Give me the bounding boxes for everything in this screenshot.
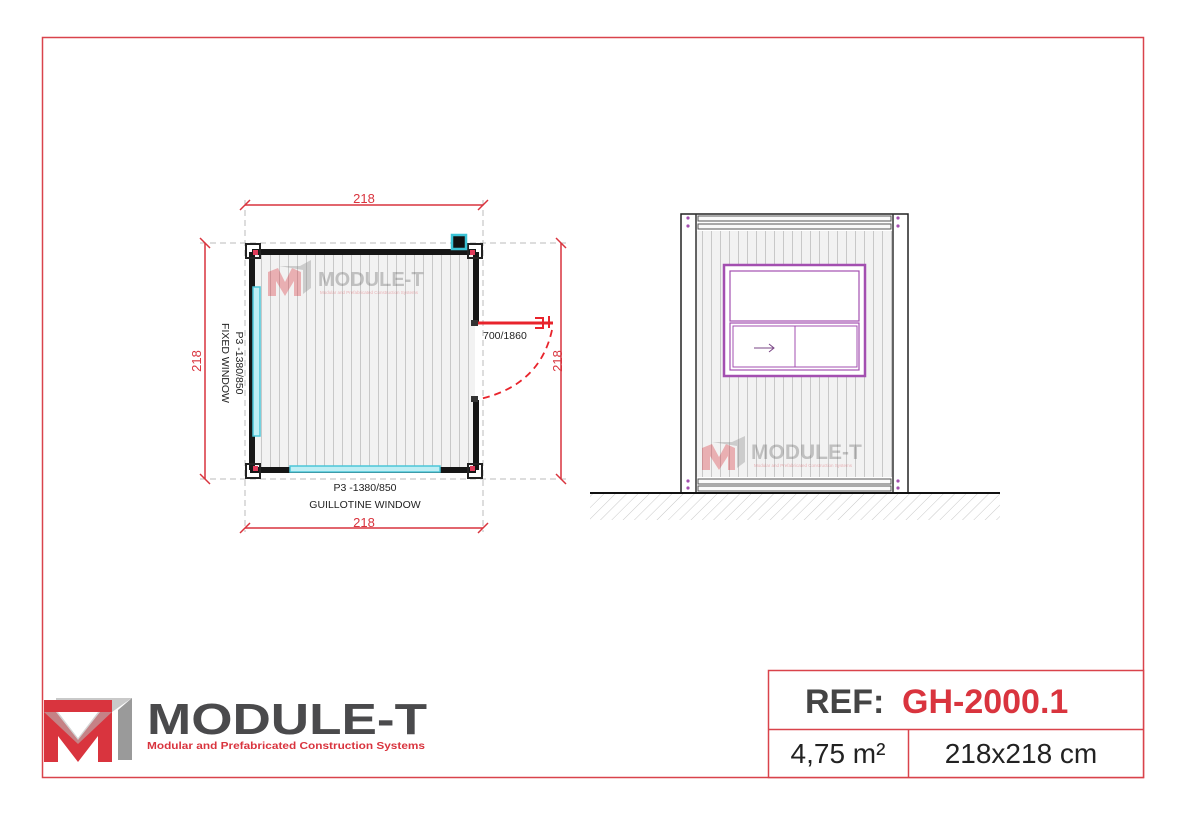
plan-floor: [252, 250, 475, 472]
company-logo: MODULE-T Modular and Prefabricated Const…: [44, 695, 427, 762]
bottom-window-code: P3 -1380/850: [333, 482, 396, 494]
corner-posts: [245, 243, 483, 479]
svg-text:MODULE-T: MODULE-T: [751, 441, 862, 464]
elevation-window: [722, 263, 867, 378]
ground-hatch: [590, 493, 1000, 520]
door-handle-icon: [535, 316, 550, 329]
bolt-markers: [686, 216, 900, 490]
plan-watermark: MODULE-T Modular and Prefabricated Const…: [268, 260, 424, 296]
dimension-right: 218: [550, 350, 565, 372]
bottom-rail: [697, 478, 892, 492]
elevation-watermark: MODULE-T Modular and Prefabricated Const…: [702, 436, 862, 470]
svg-text:MODULE-T: MODULE-T: [318, 269, 424, 291]
left-window-type: FIXED WINDOW: [219, 323, 231, 403]
dimension-lines: [199, 199, 567, 534]
dimension-top: 218: [353, 191, 375, 206]
door-swing-arc: [479, 329, 553, 400]
ref-value: GH-2000.1: [902, 683, 1068, 721]
size-value: 218x218 cm: [945, 738, 1098, 769]
logo-tagline: Modular and Prefabricated Construction S…: [147, 740, 425, 752]
dimension-left: 218: [189, 350, 204, 372]
sliding-arrow-icon: [754, 343, 775, 353]
sheet-border: [41, 36, 1145, 779]
dimension-bottom: 218: [353, 515, 375, 530]
corner-post-markers: [253, 250, 475, 471]
title-block: REF: GH-2000.1 4,75 m² 218x218 cm: [767, 669, 1145, 779]
left-fixed-window: [252, 286, 261, 437]
door-label: 700/1860: [483, 330, 527, 342]
area-value: 4,75 m²: [791, 738, 886, 769]
front-elevation: MODULE-T Modular and Prefabricated Const…: [590, 213, 1000, 520]
left-window-code: P3 -1380/850: [233, 331, 245, 394]
floor-plan: 218 218 218 218 700/: [189, 191, 567, 534]
door-jamb-bottom: [471, 396, 478, 402]
bottom-window-type: GUILLOTINE WINDOW: [309, 499, 421, 511]
ref-label: REF:: [805, 683, 884, 721]
electric-box-icon: [450, 233, 468, 251]
door-jamb-top: [471, 320, 478, 326]
svg-text:Modular and Prefabricated Cons: Modular and Prefabricated Construction S…: [754, 463, 853, 468]
svg-text:Modular and Prefabricated Cons: Modular and Prefabricated Construction S…: [320, 290, 419, 295]
bottom-guillotine-window: [289, 465, 441, 473]
logo-brand: MODULE-T: [147, 695, 427, 744]
top-rail: [697, 215, 892, 230]
